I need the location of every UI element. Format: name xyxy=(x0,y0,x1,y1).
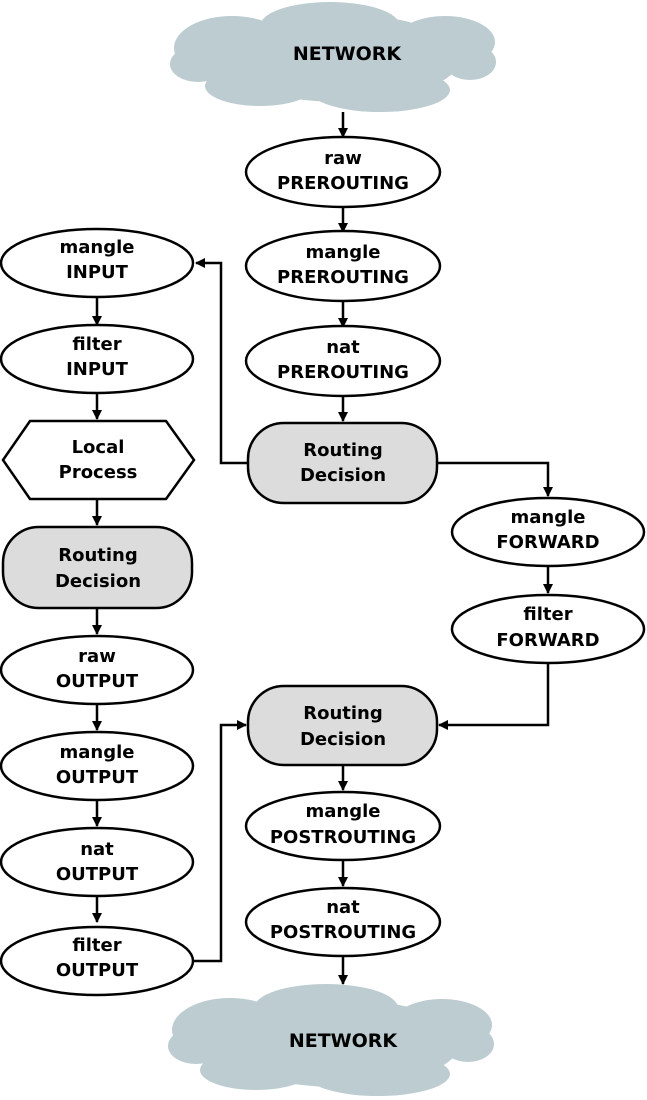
edges xyxy=(92,112,553,985)
filter-output-chain: OUTPUT xyxy=(56,960,139,981)
mangle-postrouting-chain: POSTROUTING xyxy=(270,827,416,848)
local-process-line2: Process xyxy=(59,462,138,483)
nat-output-chain: OUTPUT xyxy=(56,864,139,885)
nat-prerouting-chain: PREROUTING xyxy=(277,362,409,383)
mangle-input-chain: INPUT xyxy=(66,262,129,283)
mangle-forward-table: mangle xyxy=(511,507,586,528)
routing-decision-1: Routing Decision xyxy=(246,421,439,505)
raw-prerouting-table: raw xyxy=(324,148,362,169)
routing-decision-2-line1: Routing xyxy=(58,545,138,566)
mangle-input-node: mangle INPUT xyxy=(0,227,195,299)
nat-postrouting-chain: POSTROUTING xyxy=(270,922,416,943)
mangle-output-table: mangle xyxy=(60,742,135,763)
nat-prerouting-node: nat PREROUTING xyxy=(244,324,442,398)
mangle-input-table: mangle xyxy=(60,237,135,258)
mangle-forward-node: mangle FORWARD xyxy=(450,496,646,568)
edge-routing-1-to-mangle-input xyxy=(195,258,248,465)
mangle-postrouting-node: mangle POSTROUTING xyxy=(244,790,442,862)
mangle-output-node: mangle OUTPUT xyxy=(0,730,195,802)
local-process-node: Local Process xyxy=(1,419,196,501)
network-cloud-bottom: NETWORK xyxy=(168,984,494,1096)
mangle-forward-chain: FORWARD xyxy=(496,532,599,553)
routing-decision-3-line2: Decision xyxy=(300,729,386,750)
filter-output-node: filter OUTPUT xyxy=(0,925,195,997)
raw-output-chain: OUTPUT xyxy=(56,671,139,692)
filter-input-chain: INPUT xyxy=(66,359,129,380)
network-cloud-top: NETWORK xyxy=(170,2,496,112)
edge-filter-forward-to-routing-3 xyxy=(438,664,550,730)
nat-prerouting-table: nat xyxy=(326,337,360,358)
routing-decision-2: Routing Decision xyxy=(1,525,194,610)
cloud-icon xyxy=(170,2,496,112)
mangle-prerouting-table: mangle xyxy=(306,242,381,263)
filter-output-table: filter xyxy=(72,935,121,956)
mangle-postrouting-table: mangle xyxy=(306,801,381,822)
edge-routing-1-to-mangle-forward xyxy=(437,461,553,497)
network-label: NETWORK xyxy=(293,43,403,65)
mangle-output-chain: OUTPUT xyxy=(56,767,139,788)
cloud-icon xyxy=(168,984,494,1096)
filter-forward-node: filter FORWARD xyxy=(450,593,646,665)
filter-input-table: filter xyxy=(72,334,121,355)
routing-decision-1-line1: Routing xyxy=(303,440,383,461)
local-process-line1: Local xyxy=(72,437,125,458)
filter-input-node: filter INPUT xyxy=(0,323,195,395)
mangle-prerouting-node: mangle PREROUTING xyxy=(244,229,442,303)
mangle-prerouting-chain: PREROUTING xyxy=(277,267,409,288)
filter-forward-chain: FORWARD xyxy=(496,630,599,651)
raw-output-node: raw OUTPUT xyxy=(0,634,195,706)
nat-output-table: nat xyxy=(80,839,114,860)
raw-prerouting-chain: PREROUTING xyxy=(277,173,409,194)
nat-postrouting-table: nat xyxy=(326,897,360,918)
routing-decision-3-line1: Routing xyxy=(303,703,383,724)
routing-decision-3: Routing Decision xyxy=(246,684,439,767)
raw-prerouting-node: raw PREROUTING xyxy=(244,135,442,209)
nat-postrouting-node: nat POSTROUTING xyxy=(244,886,442,958)
edge-filter-output-to-routing-3 xyxy=(193,720,247,963)
routing-decision-2-line2: Decision xyxy=(55,571,141,592)
nat-output-node: nat OUTPUT xyxy=(0,826,195,898)
routing-decision-1-line2: Decision xyxy=(300,465,386,486)
raw-output-table: raw xyxy=(78,646,116,667)
filter-forward-table: filter xyxy=(523,604,572,625)
network-label: NETWORK xyxy=(289,1030,399,1052)
